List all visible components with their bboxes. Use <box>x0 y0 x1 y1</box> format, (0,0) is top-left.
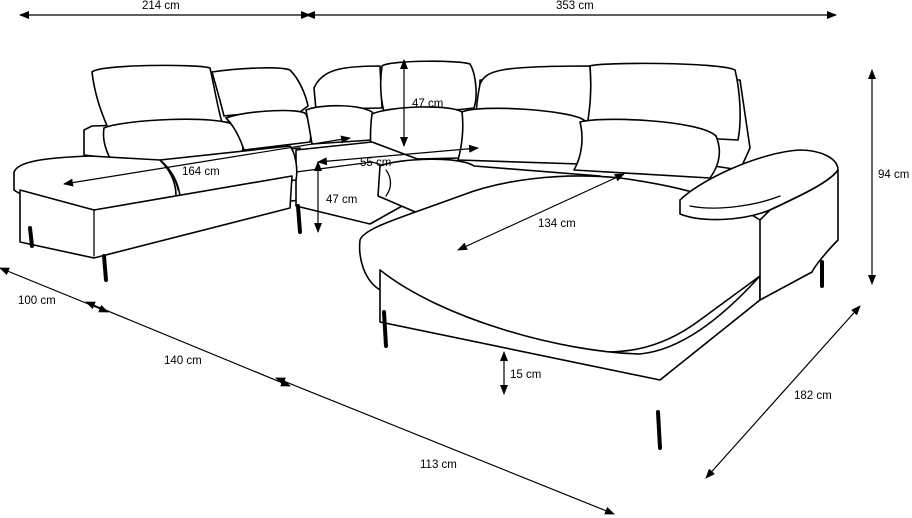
sofa-drawing <box>13 60 839 450</box>
dim-line-left-section-width <box>85 301 291 387</box>
dim-line-seat-depth <box>317 144 479 166</box>
leg-left-chaise <box>102 254 108 282</box>
label-top-right-width: 353 cm <box>556 0 594 12</box>
dim-line-right-section-width <box>275 377 615 515</box>
dim-line-right-chaise-depth <box>457 173 625 251</box>
label-seat-height: 47 cm <box>326 194 357 206</box>
left-headrest-2 <box>211 67 309 117</box>
dim-line-right-side-depth <box>705 305 861 479</box>
right-arm-seam <box>689 195 781 209</box>
middle-seat-seam <box>385 169 392 197</box>
label-left-arm-width: 100 cm <box>18 295 56 307</box>
label-top-left-width: 214 cm <box>142 0 180 12</box>
leg-right-chaise-corner <box>656 410 662 450</box>
left-headrest-1 <box>91 64 223 129</box>
label-headrest-height: 47 cm <box>412 98 443 110</box>
dim-line-left-chaise-depth <box>63 135 351 187</box>
leg-corner <box>296 204 302 234</box>
dimension-labels: 214 cm 353 cm 94 cm 47 cm 164 cm 55 cm 4… <box>18 0 909 471</box>
dimension-lines <box>0 11 876 515</box>
right-backrest-cushion-1 <box>457 107 589 165</box>
leg-front-left <box>28 226 34 248</box>
leg-right-chaise-front <box>382 310 388 348</box>
label-total-height: 94 cm <box>878 169 909 181</box>
right-backrest-cushion-2 <box>573 118 721 179</box>
label-left-section-width: 140 cm <box>164 355 202 367</box>
right-arm-side <box>759 169 839 301</box>
right-chaise-base <box>379 269 761 381</box>
label-leg-height: 15 cm <box>510 369 541 381</box>
label-right-section-width: 113 cm <box>420 459 457 471</box>
label-left-chaise-depth: 164 cm <box>182 166 220 178</box>
corner-headrest <box>313 65 383 111</box>
corner-backrest <box>305 104 376 145</box>
label-seat-depth: 55 cm <box>360 157 391 169</box>
label-right-side-depth: 182 cm <box>794 390 832 402</box>
label-right-chaise-depth: 134 cm <box>538 218 576 230</box>
